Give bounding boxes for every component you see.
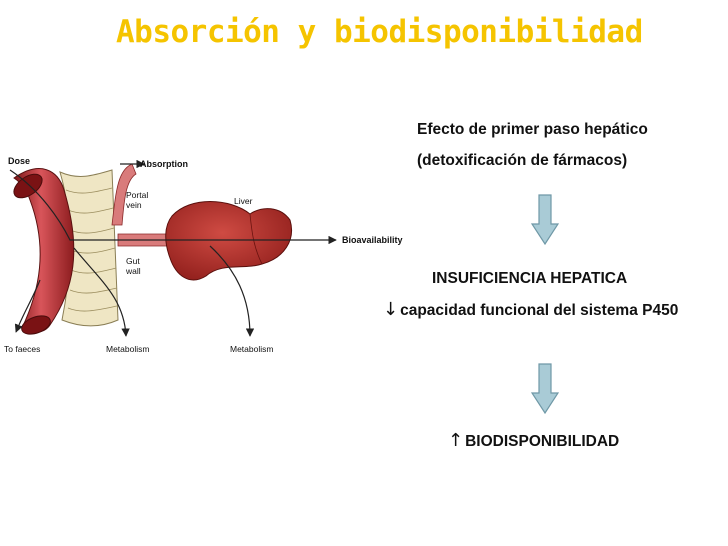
slide-title: Absorción y biodisponibilidad <box>116 14 643 50</box>
bioavailability-line: ↑BIODISPONIBILIDAD <box>448 430 619 451</box>
capacity-line: ↓capacidad funcional del sistema P450 <box>383 299 678 320</box>
portal-vein-label-1: Portal <box>126 190 148 200</box>
capacity-text: capacidad funcional del sistema P450 <box>400 302 679 319</box>
gut-wall-label-1: Gut <box>126 256 140 266</box>
metabolism-gut-label: Metabolism <box>106 344 149 354</box>
bioavailability-text: BIODISPONIBILIDAD <box>465 433 620 450</box>
gut-wall-label-2: wall <box>125 266 141 276</box>
insufficiency-heading: INSUFICIENCIA HEPATICA <box>432 270 628 287</box>
down-arrow-icon <box>531 363 559 415</box>
to-faeces-label: To faeces <box>4 344 40 354</box>
portal-vein-label-2: vein <box>126 200 142 210</box>
first-pass-line-1: Efecto de primer paso hepático <box>417 121 648 138</box>
dose-label: Dose <box>8 156 30 166</box>
first-pass-line-2: (detoxificación de fármacos) <box>417 152 628 169</box>
increase-arrow-icon: ↑ <box>448 430 464 451</box>
liver-label: Liver <box>234 196 253 206</box>
metabolism-liver-label: Metabolism <box>230 344 273 354</box>
first-pass-diagram: Dose Absorption Portal vein Liver Bioava… <box>4 156 403 354</box>
drug-pathway <box>9 159 337 337</box>
down-arrow-icon <box>531 194 559 246</box>
absorption-label: Absorption <box>140 159 188 169</box>
decrease-arrow-icon: ↓ <box>383 299 399 320</box>
intestine-tube <box>13 168 75 335</box>
bioavailability-label: Bioavailability <box>342 235 403 245</box>
liver <box>165 201 292 281</box>
